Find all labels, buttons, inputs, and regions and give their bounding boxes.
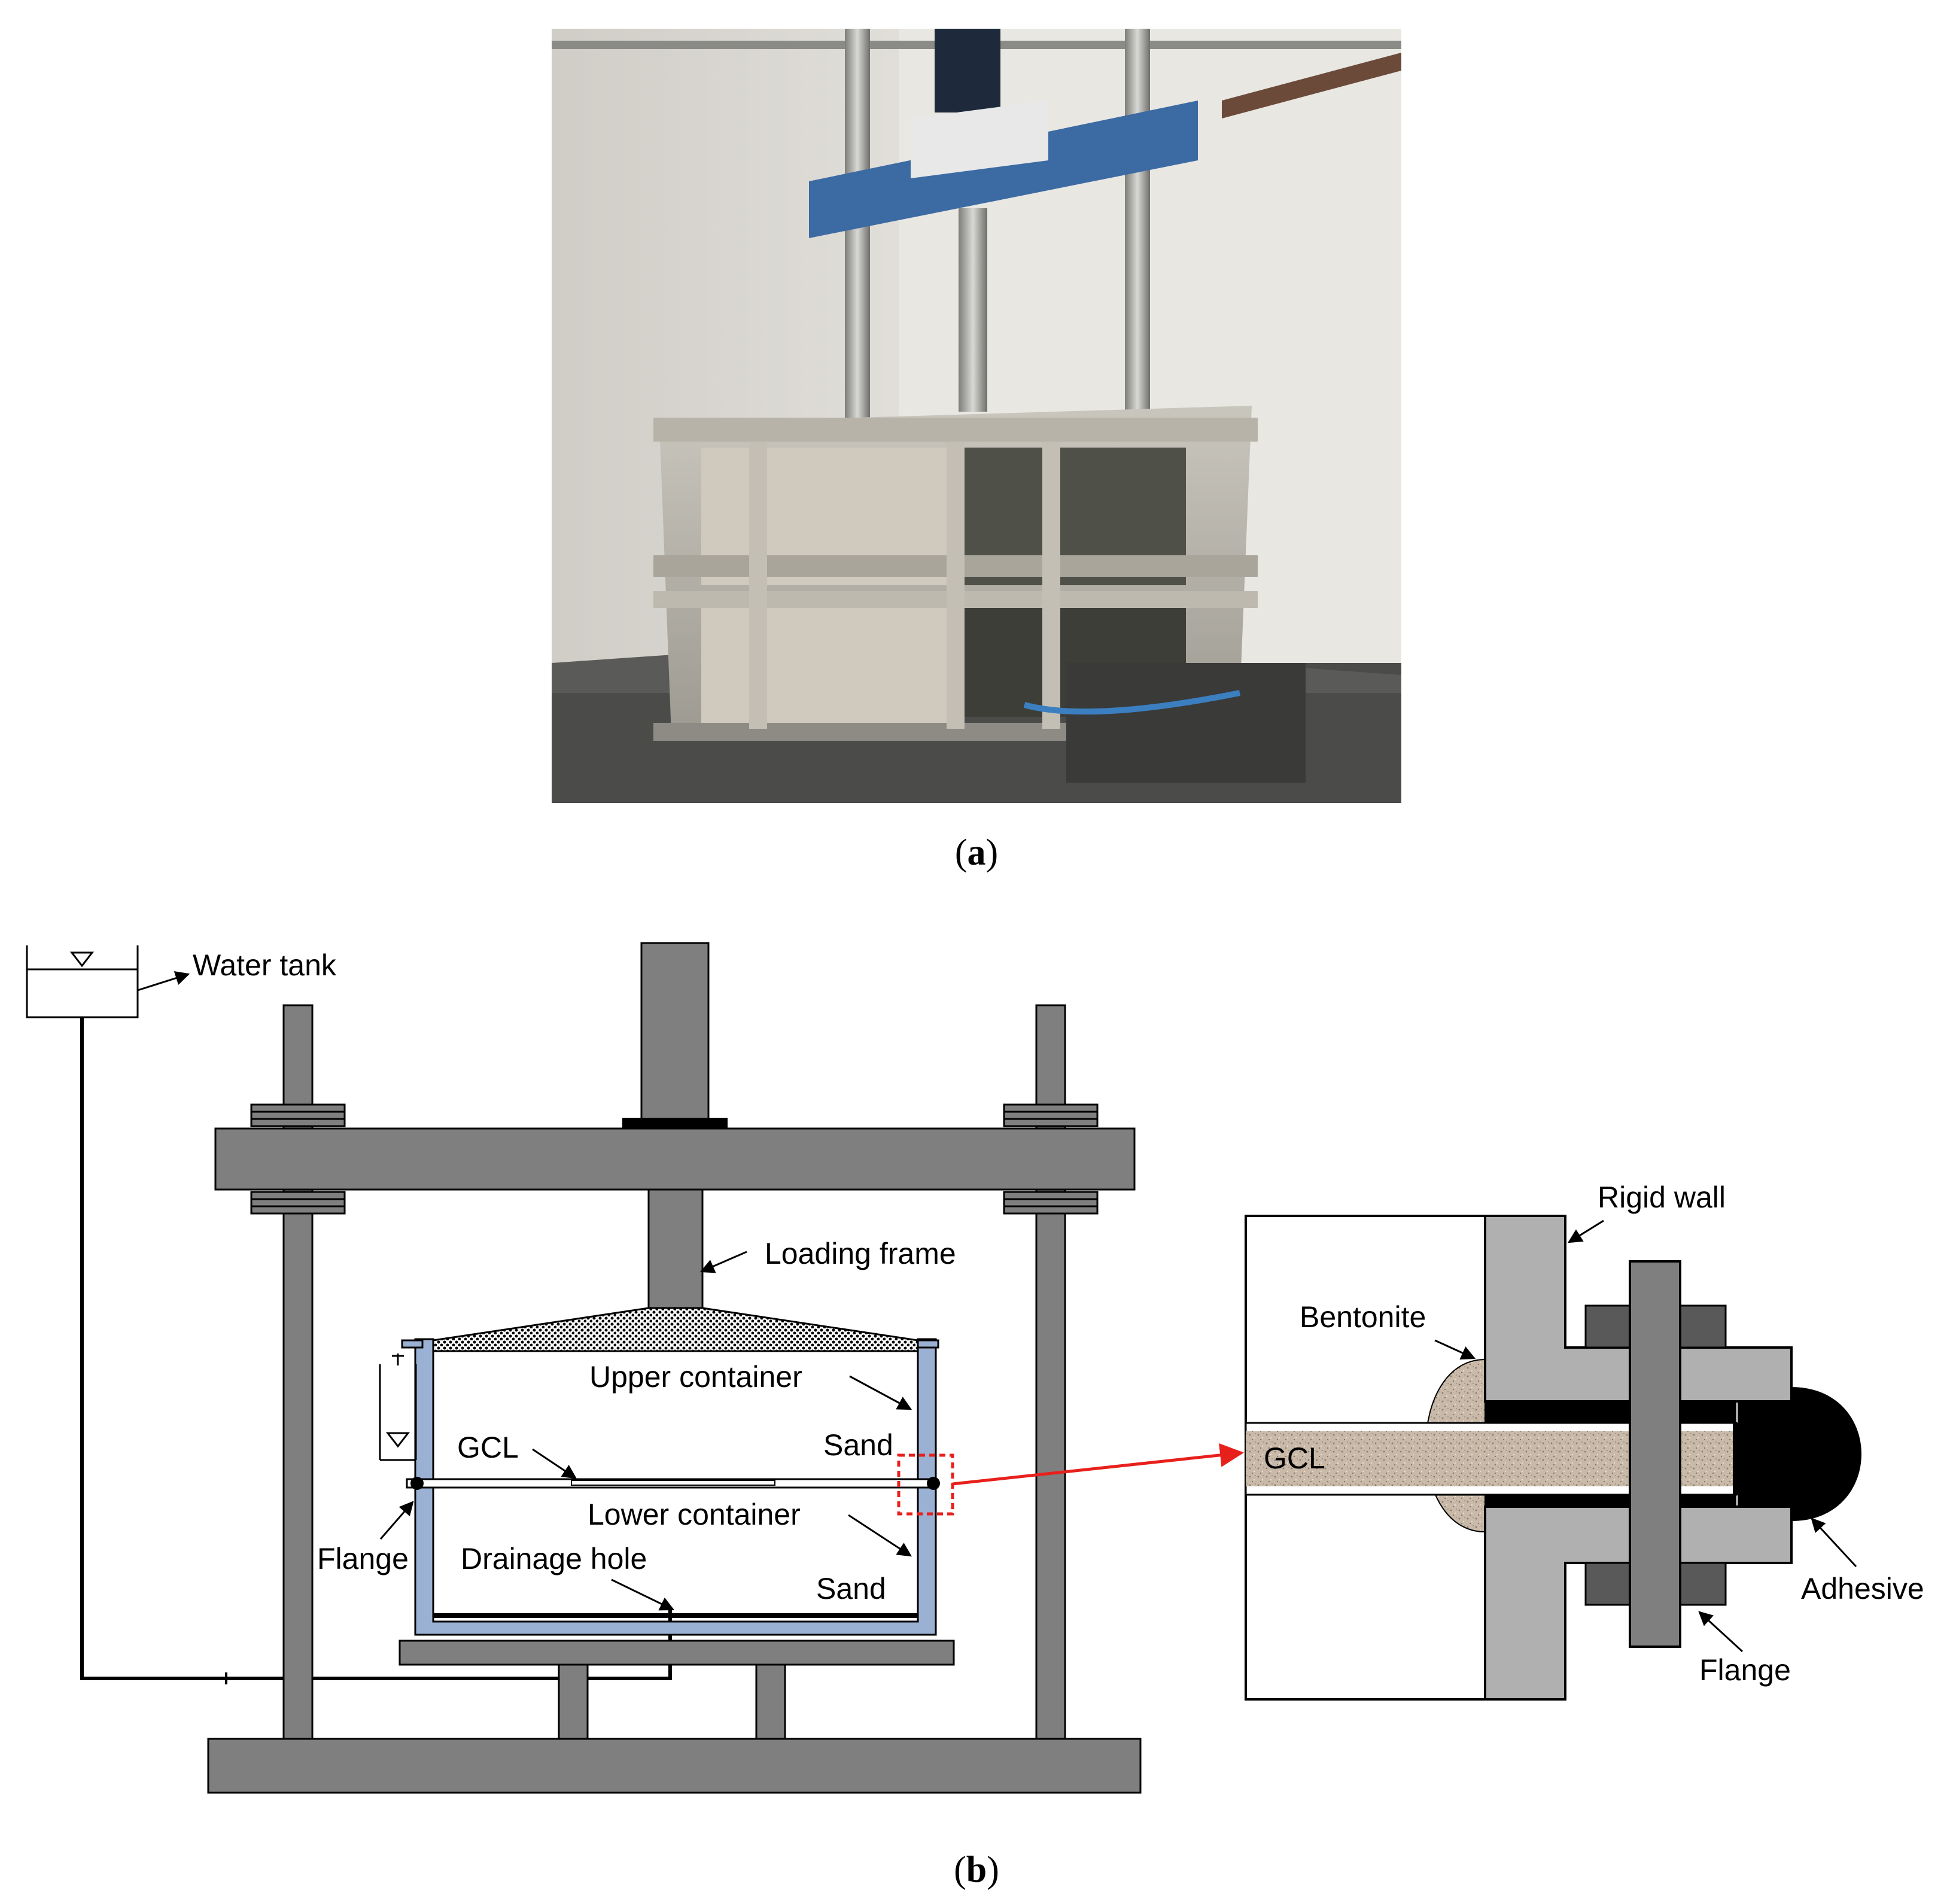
detail-callout-box xyxy=(897,1453,954,1516)
label-gcl: GCL xyxy=(457,1431,519,1464)
caption-a: (a) xyxy=(954,832,999,873)
label-adhesive: Adhesive xyxy=(1801,1572,1924,1605)
label-upper-container: Upper container xyxy=(589,1360,802,1394)
actuator xyxy=(640,942,710,1120)
label-sand-lower: Sand xyxy=(816,1572,886,1605)
adhesive-arrow xyxy=(1811,1517,1857,1568)
loading-ram xyxy=(647,1188,704,1309)
gcl-sheet xyxy=(571,1480,775,1486)
water-tank xyxy=(26,945,139,1018)
lower-container-arrow xyxy=(848,1514,912,1557)
container xyxy=(401,1338,939,1636)
container-base xyxy=(398,1640,955,1666)
flange-arrow xyxy=(379,1501,414,1540)
flange-bolt-left xyxy=(410,1477,424,1490)
loading-frame-arrow xyxy=(699,1251,747,1273)
label-detail-gcl: GCL xyxy=(1264,1441,1325,1475)
base-leg-left xyxy=(558,1663,589,1740)
detail-view xyxy=(1245,1215,1861,1701)
standpipe xyxy=(379,1354,417,1461)
photo-illustration xyxy=(552,29,1401,803)
label-water-tank: Water tank xyxy=(193,948,337,982)
bottom-crossbeam xyxy=(207,1738,1142,1794)
label-lower-container: Lower container xyxy=(588,1498,801,1531)
flange-bolt xyxy=(1629,1260,1681,1648)
top-crossbeam xyxy=(214,1127,1136,1191)
rigid-wall-arrow xyxy=(1567,1219,1604,1243)
label-rigid-wall: Rigid wall xyxy=(1598,1181,1726,1214)
loading-plate xyxy=(432,1307,919,1352)
label-flange: Flange xyxy=(317,1542,409,1575)
upper-container-arrow xyxy=(849,1375,912,1410)
label-drainage-hole: Drainage hole xyxy=(461,1542,647,1575)
detail-flange-arrow xyxy=(1698,1611,1744,1653)
caption-b: (b) xyxy=(954,1850,999,1890)
actuator-plate xyxy=(622,1118,728,1129)
left-rod xyxy=(282,1004,314,1740)
label-sand-upper: Sand xyxy=(823,1428,893,1462)
drainage-hole-arrow xyxy=(611,1578,675,1611)
flange-bolt-right xyxy=(927,1477,940,1490)
detail-callout-arrow xyxy=(952,1443,1244,1486)
label-loading-frame: Loading frame xyxy=(765,1237,956,1270)
base-leg-right xyxy=(755,1663,786,1740)
label-detail-flange: Flange xyxy=(1699,1653,1791,1687)
adhesive-dome xyxy=(1791,1387,1861,1521)
water-tank-arrow xyxy=(137,971,190,991)
test-apparatus-photo xyxy=(552,29,1401,803)
right-rod xyxy=(1035,1004,1066,1740)
label-bentonite: Bentonite xyxy=(1300,1300,1426,1334)
bentonite-arrow xyxy=(1434,1339,1476,1359)
rod-nuts xyxy=(250,1103,1099,1215)
gcl-arrow xyxy=(532,1448,577,1479)
